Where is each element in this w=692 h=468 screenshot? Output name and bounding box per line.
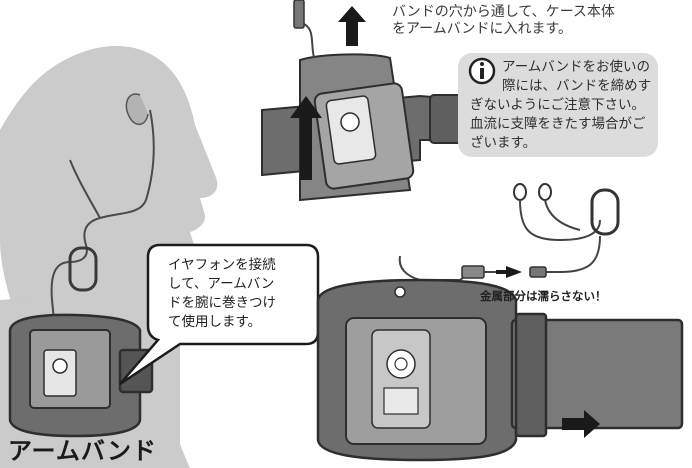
top-caption: バンドの穴から通して、ケース本体 をアームバンドに入れます。 [392,4,615,37]
armband-detail [316,255,684,462]
note-text: アームバンドをお使いの際には、バンドを締めすぎないようにご注意下さい。血流に支障… [470,58,656,153]
note-body: アームバンドをお使いの際には、バンドを締めすぎないようにご注意下さい。血流に支障… [470,59,652,151]
page-title: アームバンド [8,437,158,465]
bubble-text: イヤフォンを接続 して、アームバン ドを腕に巻きつけ て使用します。 [168,257,276,330]
insert-arrow-icon [290,96,322,180]
pull-arrow-icon [562,410,600,438]
cable-clip [68,246,98,292]
warning-label: 金属部分は濡らさない！ [480,289,607,303]
connect-arrow-icon [496,266,522,278]
case-insertion-diagram [261,0,471,202]
note-box [458,53,658,157]
earphones [513,183,620,278]
ear-icon [125,93,149,126]
speech-bubble [119,243,320,386]
info-icon [468,57,496,85]
earphone-cable [50,109,155,321]
up-arrow-icon [338,6,366,46]
info-icon-spacer [470,59,496,85]
